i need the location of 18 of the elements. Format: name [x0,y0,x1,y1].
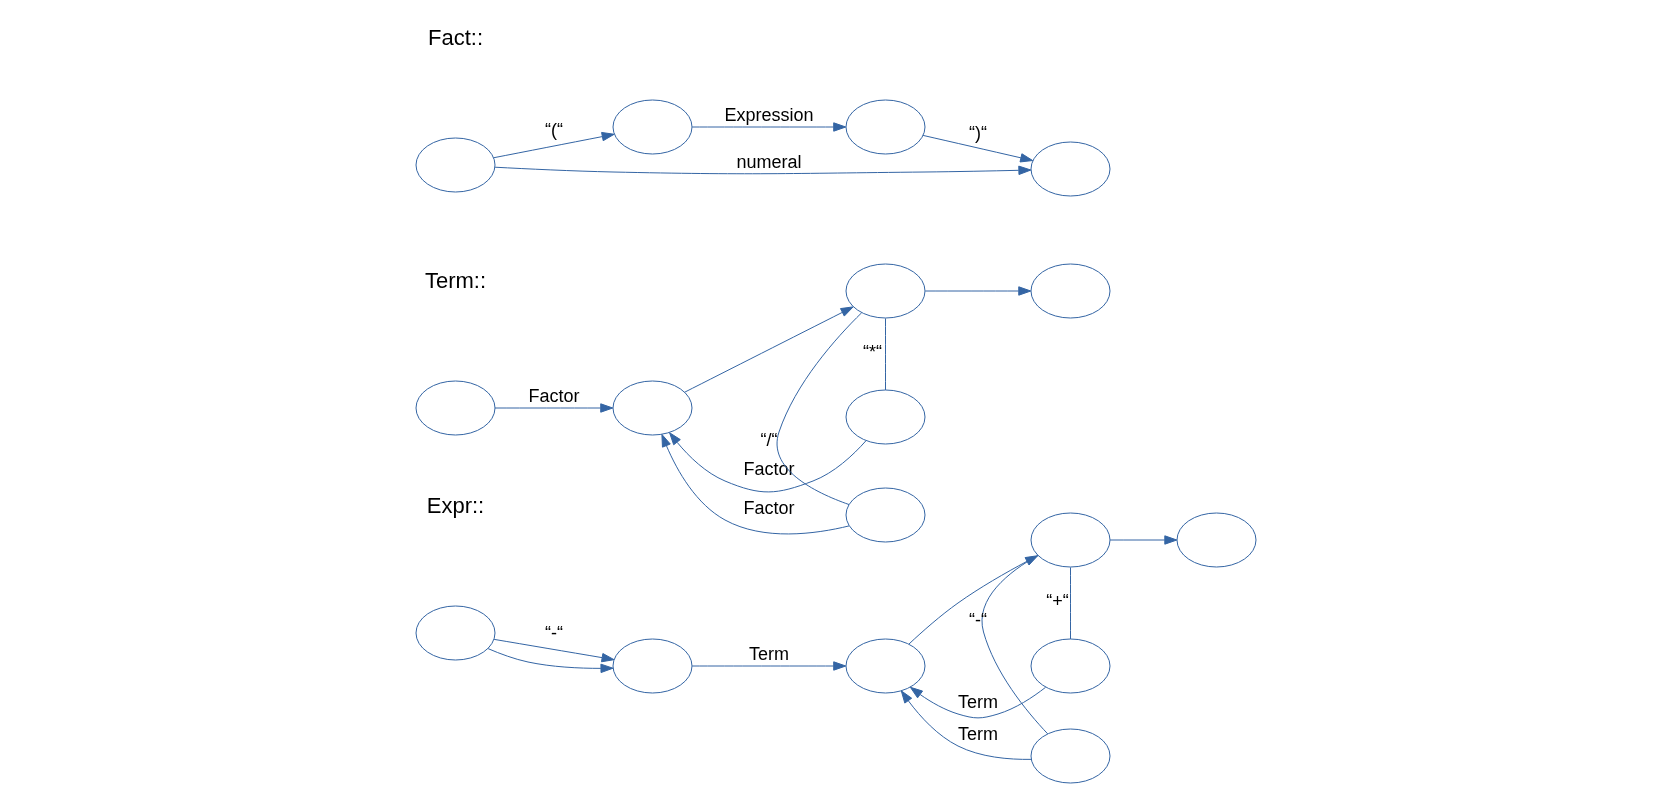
edge-label: Term [958,692,998,713]
edge-label: numeral [736,152,802,173]
edge-label: “-“ [545,623,563,644]
edge-label: Factor [743,459,795,480]
edge-label: Factor [528,386,580,407]
label: Expr:: [426,492,485,518]
label: Term:: [424,267,487,293]
edge-label: Term [958,724,998,745]
label: Fact:: [427,24,484,50]
edge-label: Term [749,644,789,665]
edge-label: “*“ [863,342,882,363]
edge-label: “-“ [969,610,987,631]
edge-label: “(“ [545,120,563,141]
edge-label: “+“ [1046,591,1069,612]
edge-label: “/“ [760,430,778,451]
edge-label: Factor [743,498,795,519]
edge-label: Expression [724,105,814,126]
edge-label: “)“ [969,123,987,144]
